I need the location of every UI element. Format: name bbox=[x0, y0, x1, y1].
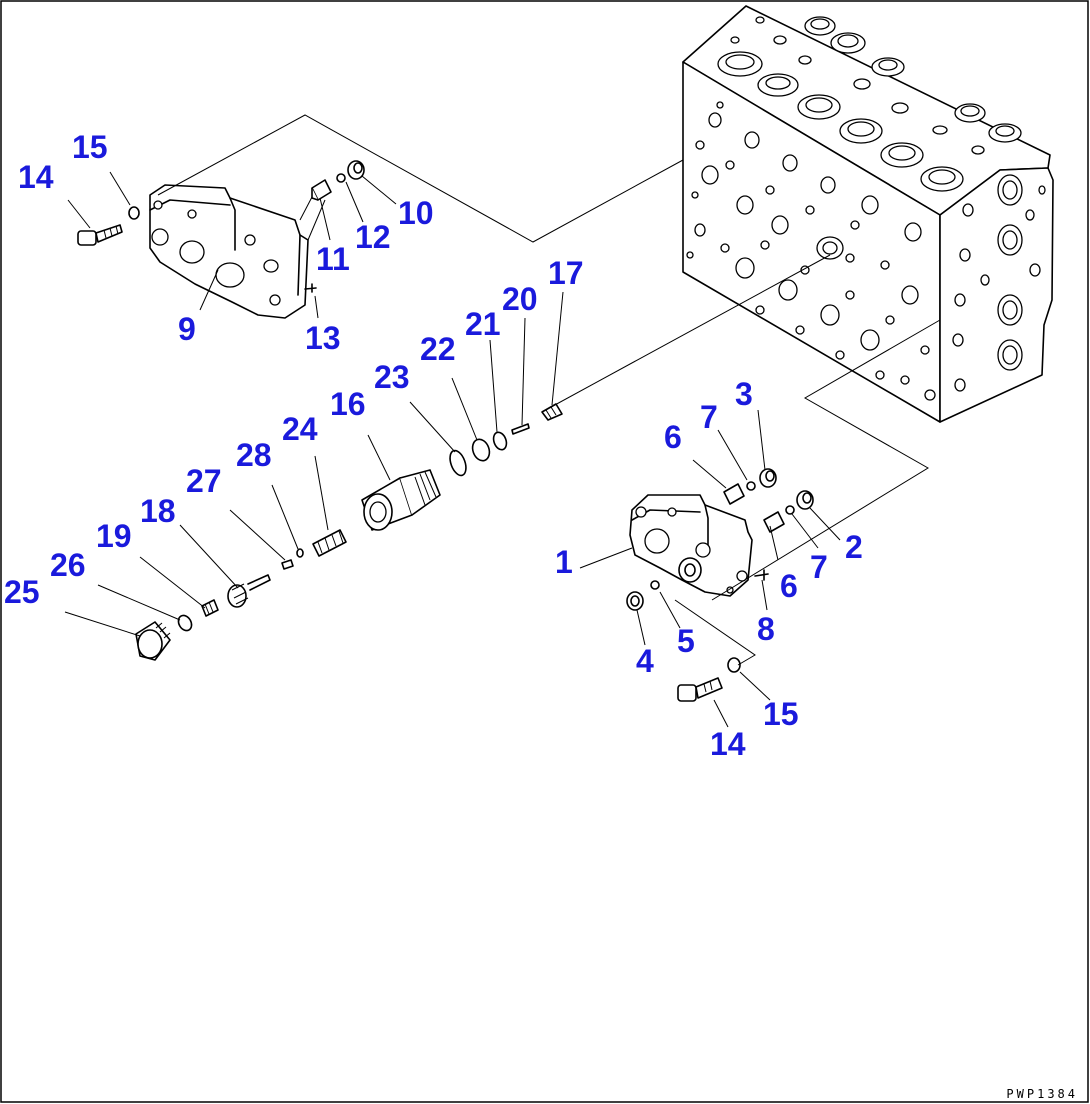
upper-cover-assembly bbox=[77, 160, 365, 319]
callout-23: 23 bbox=[374, 359, 410, 395]
callout-7-lower: 7 bbox=[810, 549, 828, 585]
washer-15-lower bbox=[727, 657, 741, 673]
callout-9: 9 bbox=[178, 311, 196, 347]
o-ring-5 bbox=[650, 580, 660, 590]
plug-3 bbox=[759, 468, 777, 488]
top-face-ports bbox=[717, 16, 1022, 192]
callout-3: 3 bbox=[735, 376, 753, 412]
callout-4: 4 bbox=[636, 643, 654, 679]
plug-11 bbox=[311, 179, 332, 201]
bolt-14-lower bbox=[677, 677, 723, 702]
front-face-ports bbox=[686, 101, 936, 401]
callout-15-lower: 15 bbox=[763, 696, 799, 732]
callout-10: 10 bbox=[398, 195, 434, 231]
plug-10 bbox=[347, 160, 365, 180]
callout-7-upper: 7 bbox=[700, 399, 718, 435]
plug-4 bbox=[626, 591, 644, 611]
plug-2 bbox=[796, 490, 814, 510]
pin-8 bbox=[754, 569, 769, 581]
assembly-guide-lines bbox=[157, 114, 941, 666]
o-ring-7-upper bbox=[746, 481, 756, 491]
callout-16: 16 bbox=[330, 386, 366, 422]
callout-leaders bbox=[64, 171, 841, 728]
callout-8: 8 bbox=[757, 611, 775, 647]
callout-28: 28 bbox=[236, 437, 272, 473]
callout-26: 26 bbox=[50, 547, 86, 583]
spring-27 bbox=[281, 559, 294, 570]
side-face-ports bbox=[952, 174, 1046, 392]
pin-20 bbox=[511, 423, 530, 435]
callout-22: 22 bbox=[420, 331, 456, 367]
callout-13: 13 bbox=[305, 320, 341, 356]
o-ring-12 bbox=[336, 173, 346, 183]
callout-2: 2 bbox=[845, 529, 863, 565]
callout-5: 5 bbox=[677, 623, 695, 659]
spring-24 bbox=[312, 529, 347, 557]
callout-14-upper: 14 bbox=[18, 159, 54, 195]
o-ring-23 bbox=[449, 449, 467, 477]
callout-20: 20 bbox=[502, 281, 538, 317]
poppet-18 bbox=[227, 574, 271, 608]
ring-28 bbox=[296, 548, 304, 558]
callout-25: 25 bbox=[4, 574, 40, 610]
callout-24: 24 bbox=[282, 411, 318, 447]
callout-18: 18 bbox=[140, 493, 176, 529]
ring-22 bbox=[471, 438, 491, 462]
plug-25 bbox=[135, 621, 171, 661]
drawing-code: PWP1384 bbox=[1006, 1087, 1078, 1101]
callout-1: 1 bbox=[555, 544, 573, 580]
callout-6-lower: 6 bbox=[780, 568, 798, 604]
o-ring-7-lower bbox=[785, 505, 795, 515]
callout-12: 12 bbox=[355, 219, 391, 255]
lower-cover-assembly bbox=[626, 468, 814, 702]
plug-5 bbox=[678, 557, 702, 583]
washer-15-upper bbox=[128, 206, 140, 220]
callout-15-upper: 15 bbox=[72, 129, 108, 165]
o-ring-26 bbox=[177, 614, 193, 632]
relief-valve-parts bbox=[135, 403, 563, 661]
callout-14-lower: 14 bbox=[710, 726, 746, 762]
plug-6-lower bbox=[763, 511, 785, 533]
plug-6-upper bbox=[723, 483, 745, 505]
callout-6-upper: 6 bbox=[664, 419, 682, 455]
bolt-14-upper bbox=[77, 224, 123, 246]
callout-19: 19 bbox=[96, 518, 132, 554]
pin-13 bbox=[304, 283, 317, 293]
callout-11: 11 bbox=[316, 241, 350, 277]
callout-27: 27 bbox=[186, 463, 222, 499]
valve-16 bbox=[361, 469, 441, 531]
callout-17: 17 bbox=[548, 255, 584, 291]
main-valve-block bbox=[682, 5, 1054, 423]
spring-19 bbox=[201, 599, 219, 617]
callout-labels: 1 2 3 4 5 6 6 7 7 8 9 10 11 12 13 14 14 … bbox=[4, 129, 863, 762]
callout-21: 21 bbox=[465, 306, 501, 342]
ring-21 bbox=[492, 431, 508, 451]
